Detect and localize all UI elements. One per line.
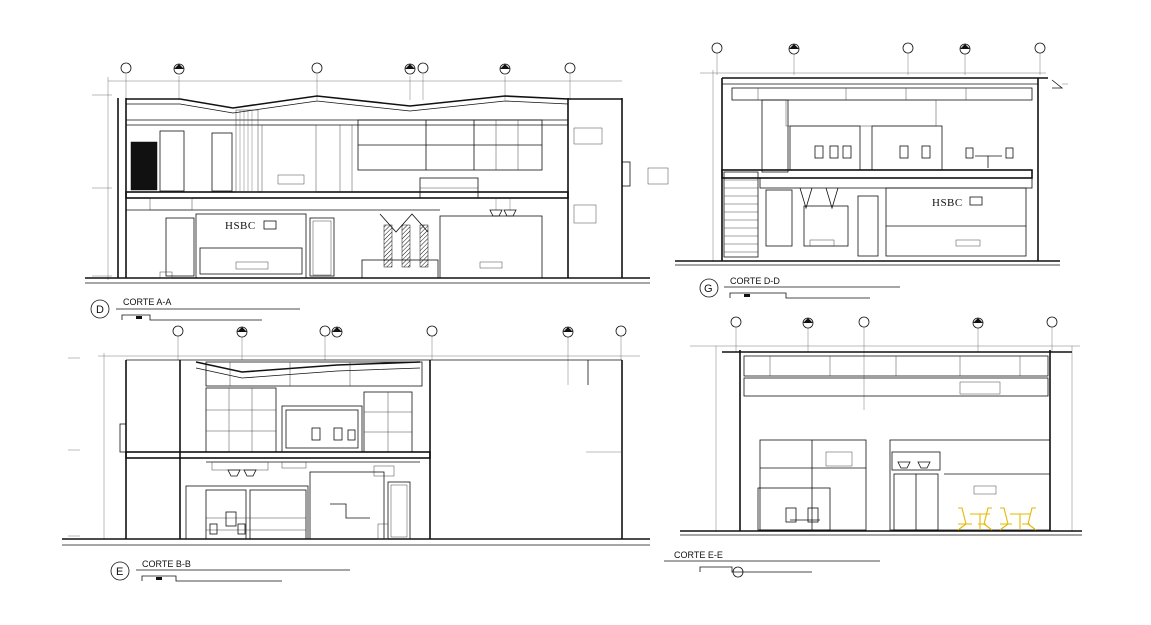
section-title-a: CORTE A-A — [123, 297, 171, 307]
section-b-b: E CORTE B-B — [62, 325, 650, 582]
axis-markers-a — [120, 62, 576, 100]
section-title-b: CORTE B-B — [142, 559, 191, 569]
axis-markers-e — [730, 316, 1058, 410]
section-e-e: CORTE E-E — [664, 316, 1082, 578]
section-badge-d: G — [704, 283, 713, 295]
axis-markers-d — [711, 42, 1046, 75]
section-title-d: CORTE D-D — [730, 276, 780, 286]
section-d-d: HSBC G CORTE D-D — [675, 42, 1068, 299]
chairs-upper-b — [311, 427, 356, 441]
hsbc-sign-a: HSBC — [225, 220, 256, 232]
axis-markers-b — [172, 325, 627, 385]
yellow-chairs-e — [957, 507, 1037, 531]
section-a-a: HSBC D CORTE A-A — [85, 62, 669, 321]
section-title-e: CORTE E-E — [674, 550, 723, 560]
chairs-lower-b — [209, 511, 246, 535]
chairs-upper-d — [814, 145, 1014, 168]
section-badge-b: E — [116, 566, 123, 578]
hsbc-sign-d: HSBC — [932, 197, 963, 209]
chairs-lower-e-left — [785, 507, 820, 523]
section-badge-a: D — [96, 304, 104, 316]
